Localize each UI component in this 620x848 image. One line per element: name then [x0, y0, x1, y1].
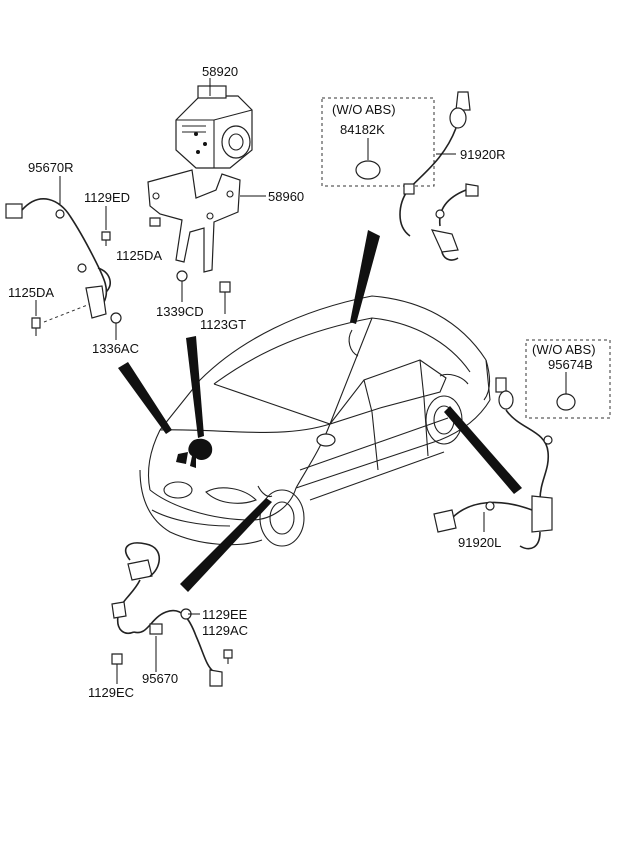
label-91920L: 91920L: [458, 535, 501, 550]
abs-bracket: [147, 169, 241, 273]
label-1123GT: 1123GT: [200, 317, 246, 332]
label-1336AC: 1336AC: [92, 341, 139, 356]
label-1125DA-top: 1125DA: [116, 248, 162, 263]
label-95674B: 95674B: [548, 357, 593, 372]
car-outline: [139, 295, 491, 547]
dashed-guide: [43, 303, 91, 323]
front-left-wheel-sensor: [111, 542, 223, 687]
pointer-wedge-rear-right: [350, 230, 380, 324]
label-95670: 95670: [142, 671, 178, 686]
bolt-1129ED: [101, 231, 111, 246]
pointer-wedge-rear-left: [444, 406, 522, 494]
plug-95674B: [556, 393, 576, 411]
label-58920: 58920: [202, 64, 238, 79]
plug-84182K: [355, 160, 381, 180]
pointer-wedge-front-left: [180, 498, 272, 592]
wo-abs-box-2: [525, 339, 611, 419]
front-sensor-wire-on-car: [257, 485, 273, 498]
bolt-1129EC: [111, 653, 123, 672]
label-91920R: 91920R: [460, 147, 506, 162]
label-1129ED: 1129ED: [84, 190, 130, 205]
label-wo-abs-1: (W/O ABS): [332, 102, 396, 117]
bolt-1125DA-top: [149, 217, 161, 227]
bolt-1129AC: [223, 649, 233, 664]
rear-sensor-wire-on-car: [348, 329, 359, 357]
label-1129EC: 1129EC: [88, 685, 134, 700]
label-95670R: 95670R: [28, 160, 74, 175]
abs-hydraulic-unit: [175, 85, 253, 169]
wo-abs-box-1: [321, 97, 435, 187]
bolt-1123GT: [219, 281, 231, 298]
nut-1339CD: [176, 270, 188, 282]
rear-left-wheel-sensor: [433, 377, 553, 550]
bolt-1125DA-left: [31, 317, 41, 336]
nut-1336AC: [110, 312, 122, 324]
front-right-wheel-sensor: [5, 198, 111, 319]
label-84182K: 84182K: [340, 122, 385, 137]
rear-right-wheel-sensor: [399, 91, 479, 261]
abs-unit-in-car: [176, 438, 213, 468]
pointer-wedge-front-right: [118, 362, 172, 434]
label-1129AC: 1129AC: [202, 623, 248, 638]
label-1129EE: 1129EE: [202, 607, 248, 622]
label-wo-abs-2: (W/O ABS): [532, 342, 596, 357]
label-58960: 58960: [268, 189, 304, 204]
label-1339CD: 1339CD: [156, 304, 204, 319]
pointer-wedge-abs: [186, 336, 204, 438]
label-1125DA-left: 1125DA: [8, 285, 54, 300]
